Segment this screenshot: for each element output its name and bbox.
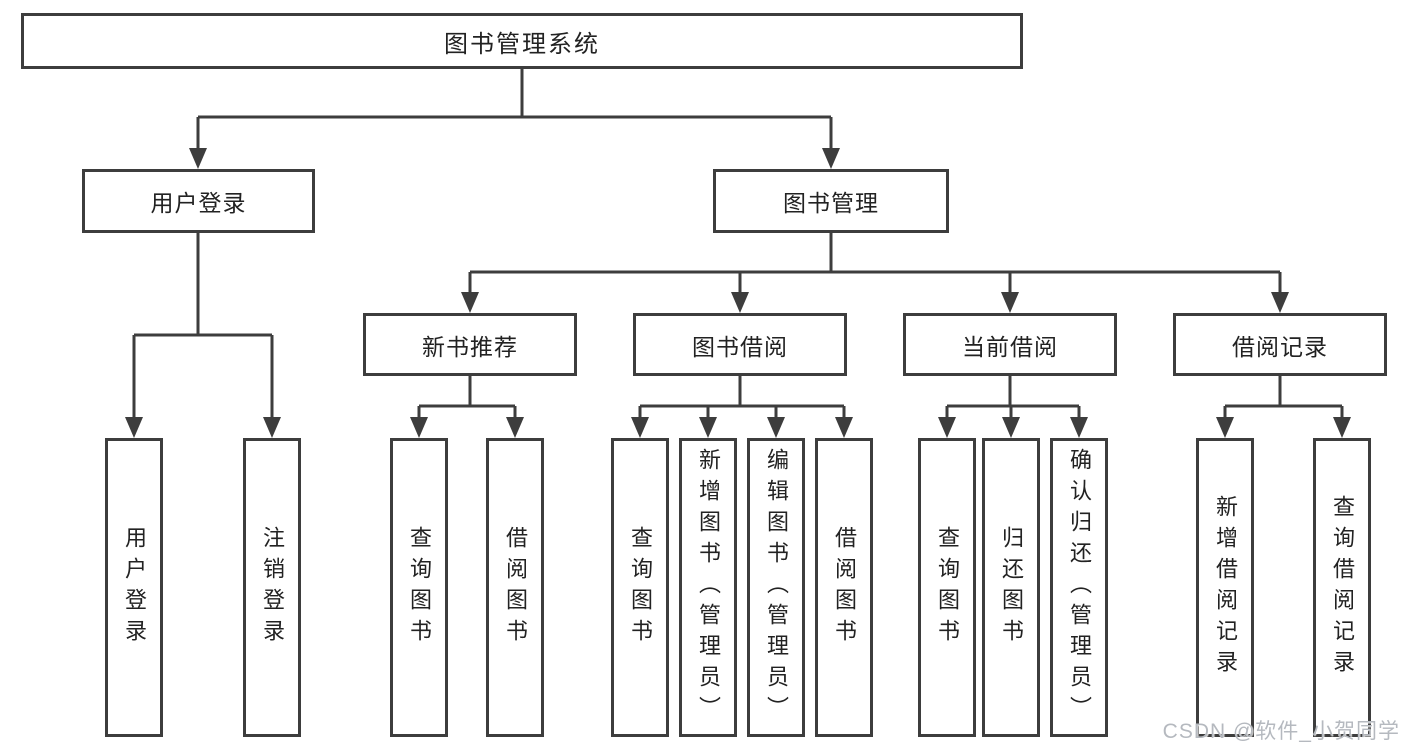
connector-book-management-to-level3	[468, 233, 1282, 296]
csdn-watermark: CSDN @软件_小贺同学	[1162, 720, 1400, 743]
leaf-recommend-borrow-books: 借阅图书	[486, 438, 544, 737]
node-user-login-label: 用户登录	[150, 190, 247, 216]
node-root-system-label: 图书管理系统	[444, 30, 600, 58]
node-root-system: 图书管理系统	[21, 13, 1023, 69]
leaf-logout: 注销登录	[243, 438, 301, 737]
connector-user-login-to-leaves	[132, 233, 274, 421]
node-current-borrow: 当前借阅	[903, 313, 1117, 376]
leaf-borrow-books: 借阅图书	[815, 438, 873, 737]
leaf-borrow-query-books: 查询图书	[611, 438, 669, 737]
connector-borrow-records-to-leaves	[1223, 376, 1344, 421]
leaf-confirm-return-admin: 确认归还（管理员）	[1050, 438, 1108, 737]
node-book-borrow: 图书借阅	[633, 313, 847, 376]
leaf-current-query-books: 查询图书	[918, 438, 976, 737]
node-book-borrow-label: 图书借阅	[692, 333, 788, 360]
leaf-return-books: 归还图书	[982, 438, 1040, 737]
leaf-user-login: 用户登录	[105, 438, 163, 737]
node-book-management-label: 图书管理	[783, 190, 879, 216]
arrowheads	[125, 148, 1351, 438]
node-borrow-records-label: 借阅记录	[1232, 333, 1328, 360]
node-new-book-recommend-label: 新书推荐	[422, 333, 518, 360]
connector-book-borrow-to-leaves	[638, 376, 846, 421]
leaf-recommend-query-books: 查询图书	[390, 438, 448, 737]
node-borrow-records: 借阅记录	[1173, 313, 1387, 376]
node-new-book-recommend: 新书推荐	[363, 313, 577, 376]
connector-new-book-to-leaves	[417, 376, 517, 421]
node-current-borrow-label: 当前借阅	[962, 333, 1058, 360]
leaf-query-borrow-record: 查询借阅记录	[1313, 438, 1371, 737]
connector-root-to-level2	[196, 69, 833, 152]
leaf-edit-books-admin: 编辑图书（管理员）	[747, 438, 805, 737]
leaf-add-borrow-record: 新增借阅记录	[1196, 438, 1254, 737]
leaf-add-books-admin: 新增图书（管理员）	[679, 438, 737, 737]
connector-current-borrow-to-leaves	[945, 376, 1081, 421]
node-user-login: 用户登录	[82, 169, 315, 233]
node-book-management: 图书管理	[713, 169, 949, 233]
